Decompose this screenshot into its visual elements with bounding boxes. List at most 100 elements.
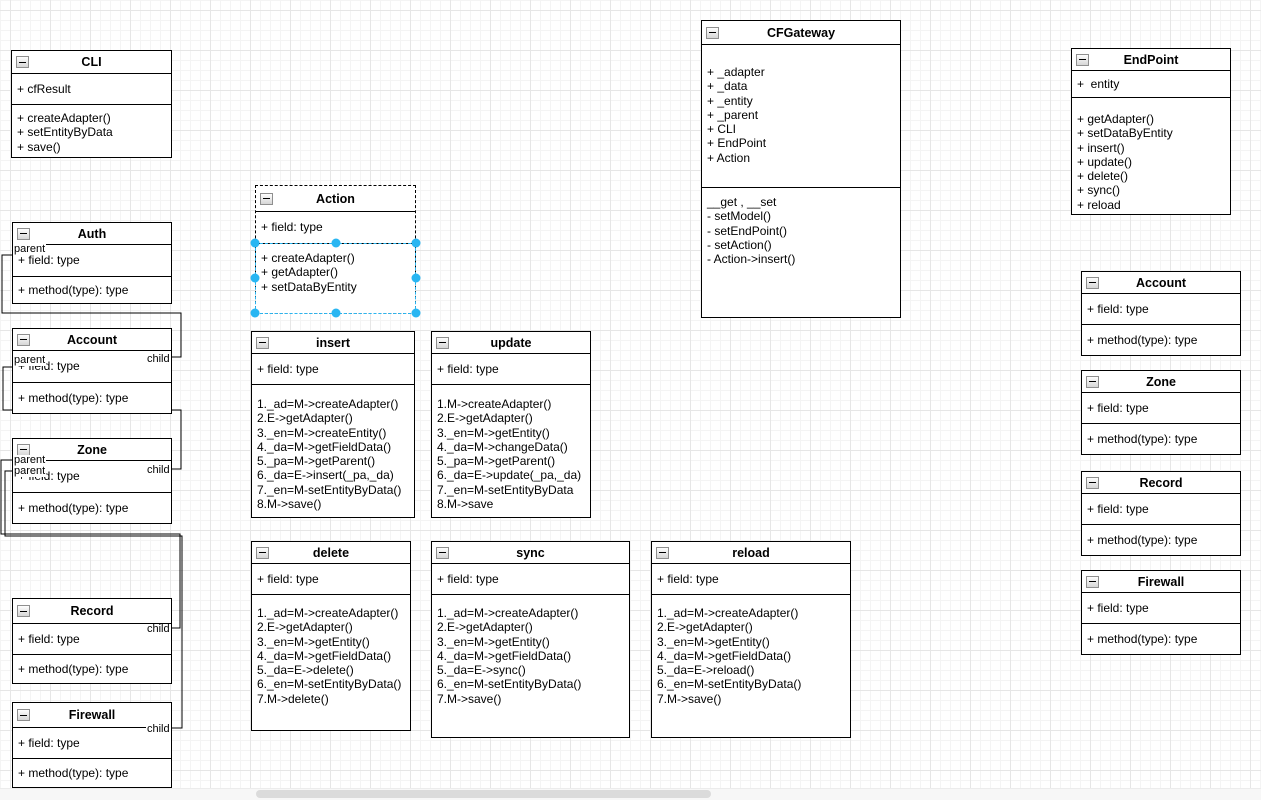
collapse-icon[interactable] (436, 546, 449, 559)
class-update[interactable]: update + field: type 1.M->createAdapter(… (431, 331, 591, 518)
method: 3._en=M->getEntity() (437, 425, 550, 440)
collapse-icon[interactable] (706, 26, 719, 39)
selection-handle-bottom-left[interactable] (250, 308, 260, 318)
method: - setEndPoint() (707, 223, 788, 238)
class-record-left[interactable]: Record + field: type + method(type): typ… (12, 598, 172, 684)
connector-auth-parent-to-account-child[interactable] (1, 254, 182, 358)
collapse-icon[interactable] (256, 336, 269, 349)
horizontal-scrollbar-thumb[interactable] (256, 790, 711, 798)
collapse-icon[interactable] (1086, 276, 1099, 289)
collapse-icon[interactable] (16, 56, 29, 68)
class-title-bar: Account (13, 329, 171, 351)
edge-label-account-parent[interactable]: parent (13, 354, 47, 366)
edge-label-zone-child[interactable]: child (146, 464, 171, 476)
method: + setEntityByData (17, 125, 113, 140)
method: 6._en=M-setEntityByData() (257, 677, 402, 692)
collapse-icon[interactable] (656, 546, 669, 559)
method: + getAdapter() (1077, 112, 1155, 126)
method: 5._pa=M->getParent() (437, 454, 556, 469)
method: + reload (1077, 197, 1121, 212)
class-title: Record (1139, 475, 1183, 490)
field: + field: type (18, 253, 80, 268)
edge-label-zone-parent-1[interactable]: parent (13, 454, 47, 466)
collapse-icon[interactable] (17, 709, 30, 721)
class-title: reload (732, 545, 770, 560)
collapse-icon[interactable] (436, 336, 449, 349)
methods-compartment: + method(type): type (13, 758, 171, 787)
class-account-right[interactable]: Account + field: type + method(type): ty… (1081, 271, 1241, 356)
collapse-icon[interactable] (1086, 575, 1099, 588)
field: + field: type (257, 361, 319, 376)
collapse-icon[interactable] (1086, 476, 1099, 489)
connector-zone-parent-to-firewall-child[interactable] (4, 470, 183, 729)
edge-label-account-child[interactable]: child (146, 353, 171, 365)
class-insert[interactable]: insert + field: type 1._ad=M->createAdap… (251, 331, 415, 518)
collapse-icon[interactable] (17, 605, 30, 617)
method: - setAction() (707, 237, 772, 252)
class-reload[interactable]: reload + field: type 1._ad=M->createAdap… (651, 541, 851, 738)
class-firewall-left[interactable]: Firewall + field: type + method(type): t… (12, 702, 172, 788)
class-title: Zone (77, 442, 107, 457)
class-title-bar: Firewall (13, 703, 171, 728)
selection-handle-bottom-center[interactable] (331, 308, 341, 318)
selection-handle-bottom-right[interactable] (411, 308, 421, 318)
class-firewall-right[interactable]: Firewall + field: type + method(type): t… (1081, 570, 1241, 655)
class-account-left[interactable]: Account + field: type + method(type): ty… (12, 328, 172, 414)
method: 2.E->getAdapter() (437, 620, 533, 635)
class-title-bar: Account (1082, 272, 1240, 294)
method: 2.E->getAdapter() (257, 620, 353, 635)
class-title-bar: Record (1082, 472, 1240, 494)
method: 4._da=M->getFieldData() (257, 648, 392, 663)
class-title-bar: CLI (12, 51, 171, 74)
method: 1.M->createAdapter() (437, 397, 552, 411)
method: + method(type): type (1087, 532, 1198, 547)
class-title-bar: Auth (13, 223, 171, 245)
class-delete[interactable]: delete + field: type 1._ad=M->createAdap… (251, 541, 411, 731)
methods-compartment: + method(type): type (13, 276, 171, 303)
method: __get , __set (707, 195, 777, 209)
class-zone-left[interactable]: Zone + field: type + method(type): type (12, 438, 172, 524)
selection-handle-top-left[interactable] (250, 238, 260, 248)
class-record-right[interactable]: Record + field: type + method(type): typ… (1081, 471, 1241, 556)
class-title-bar: EndPoint (1072, 49, 1230, 71)
fields-compartment: + field: type (432, 354, 590, 384)
class-cli[interactable]: CLI + cfResult + createAdapter() + setEn… (11, 50, 172, 158)
collapse-icon[interactable] (17, 227, 30, 240)
field: + field: type (657, 571, 719, 586)
method: - setModel() (707, 209, 772, 224)
selection-handle-middle-right[interactable] (411, 273, 421, 283)
class-action[interactable]: Action + field: type + createAdapter() +… (255, 185, 416, 314)
class-cfgateway[interactable]: CFGateway + _adapter + _data + _entity +… (701, 20, 901, 318)
class-title: Firewall (68, 708, 116, 722)
fields-compartment: + _adapter + _data + _entity + _parent +… (702, 45, 900, 187)
class-title: delete (312, 545, 350, 560)
field: + field: type (18, 631, 80, 646)
class-endpoint[interactable]: EndPoint + entity + getAdapter() + setDa… (1071, 48, 1231, 215)
collapse-icon[interactable] (17, 443, 30, 456)
edge-label-firewall-child[interactable]: child (146, 723, 171, 735)
methods-compartment: + method(type): type (1082, 324, 1240, 355)
selection-handle-top-right[interactable] (411, 238, 421, 248)
method: + getAdapter() (261, 265, 339, 280)
collapse-icon[interactable] (260, 192, 273, 205)
edge-label-auth-parent[interactable]: parent (13, 243, 47, 255)
selection-handle-top-center[interactable] (331, 238, 341, 248)
class-title-bar: Action (256, 186, 415, 212)
fields-compartment: + field: type (1082, 494, 1240, 524)
class-sync[interactable]: sync + field: type 1._ad=M->createAdapte… (431, 541, 630, 738)
edge-label-record-child[interactable]: child (146, 623, 171, 635)
method: + method(type): type (18, 661, 129, 676)
edge-label-zone-parent-2[interactable]: parent (13, 465, 47, 477)
methods-compartment: 1._ad=M->createAdapter() 2.E->getAdapter… (252, 594, 410, 730)
class-title-bar: sync (432, 542, 629, 564)
selection-handle-middle-left[interactable] (250, 273, 260, 283)
class-zone-right[interactable]: Zone + field: type + method(type): type (1081, 370, 1241, 455)
collapse-icon[interactable] (1076, 53, 1089, 66)
class-auth[interactable]: Auth + field: type + method(type): type (12, 222, 172, 304)
connector-zone-parent-to-record-child[interactable] (0, 459, 181, 629)
collapse-icon[interactable] (1086, 375, 1099, 388)
collapse-icon[interactable] (256, 546, 269, 559)
collapse-icon[interactable] (17, 333, 30, 346)
fields-compartment: + field: type (252, 564, 410, 594)
